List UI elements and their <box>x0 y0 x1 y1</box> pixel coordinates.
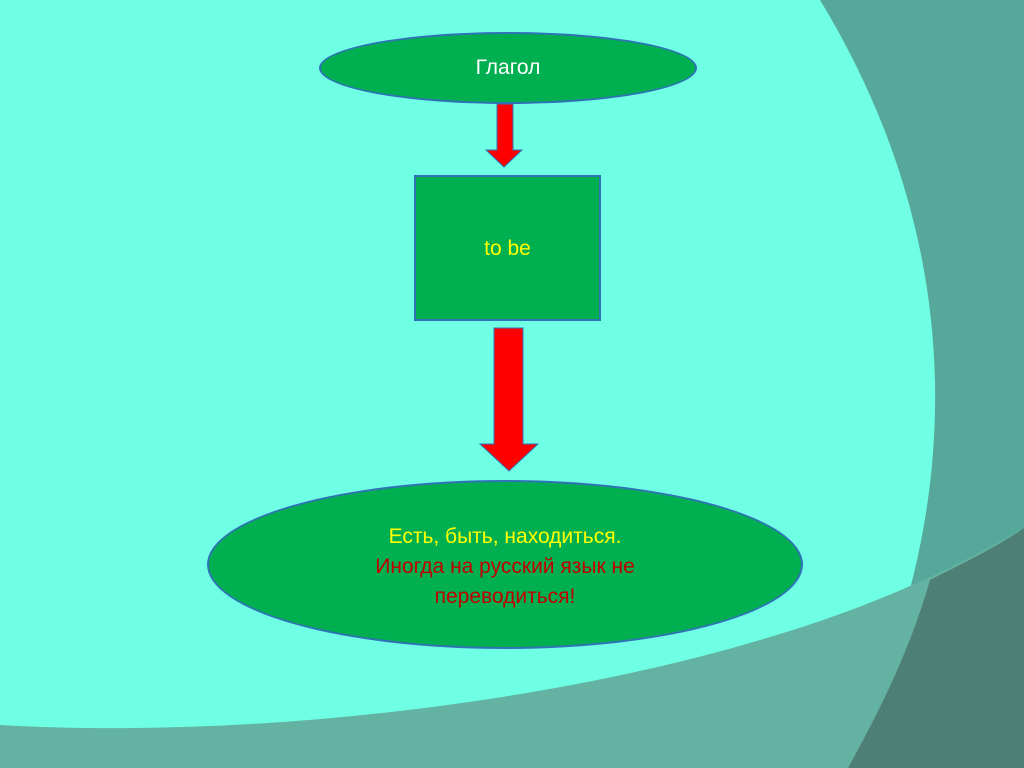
arrow-down-1 <box>485 104 523 168</box>
node-glagol: Глагол <box>319 32 697 104</box>
arrow-down-2 <box>478 327 540 472</box>
node-to-be: to be <box>414 175 601 321</box>
translation-note-line-2: переводиться! <box>434 585 576 608</box>
translation-note-line-1: Иногда на русский язык не <box>375 555 635 578</box>
node-glagol-label: Глагол <box>475 56 541 79</box>
decorative-band-bottom <box>0 528 1024 768</box>
translation-line-1: Есть, быть, находиться. <box>388 525 622 548</box>
decorative-corner <box>848 528 1024 768</box>
node-to-be-label: to be <box>484 237 531 260</box>
node-translation: Есть, быть, находиться. Иногда на русски… <box>207 480 803 649</box>
